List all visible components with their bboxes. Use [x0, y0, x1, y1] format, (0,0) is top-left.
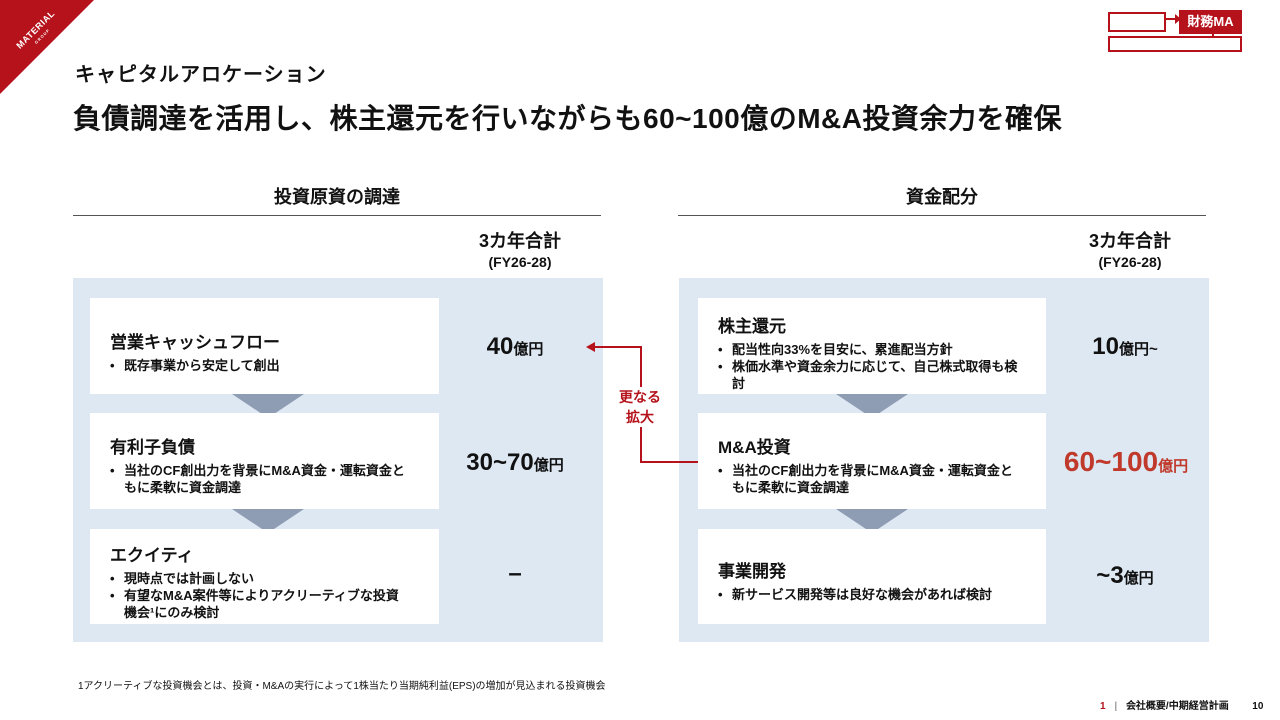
- card-business-development: 事業開発 新サービス開発等は良好な機会があれば検討: [698, 529, 1046, 624]
- right-column-header: 3カ年合計 (FY26-28): [1088, 231, 1171, 270]
- bullet-item: 配当性向33%を目安に、累進配当方針: [718, 341, 1028, 358]
- connector-line: [641, 461, 698, 463]
- right-section-heading: 資金配分: [906, 187, 978, 207]
- corner-logo-band: [0, 0, 94, 94]
- amount-operating-cf: 40億円: [486, 333, 544, 360]
- nav-connector: [1212, 30, 1214, 38]
- left-section-heading: 投資原資の調達: [274, 187, 400, 207]
- card-bullet-list: 当社のCF創出力を背景にM&A資金・運転資金ともに柔軟に資金調達: [718, 462, 1018, 496]
- card-bullet-list: 配当性向33%を目安に、累進配当方針 株価水準や資金余力に応じて、自己株式取得も…: [718, 341, 1028, 392]
- bullet-item: 現時点では計画しない: [110, 570, 410, 587]
- amount-shareholder-return: 10億円~: [1092, 333, 1158, 360]
- page-subtitle: キャピタルアロケーション: [75, 64, 327, 86]
- card-shareholder-return: 株主還元 配当性向33%を目安に、累進配当方針 株価水準や資金余力に応じて、自己…: [698, 298, 1046, 394]
- bullet-item: 当社のCF創出力を背景にM&A資金・運転資金ともに柔軟に資金調達: [718, 462, 1018, 496]
- card-equity: エクイティ 現時点では計画しない 有望なM&A案件等によりアクリーティブな投資機…: [90, 529, 439, 624]
- card-interest-debt: 有利子負債 当社のCF創出力を背景にM&A資金・運転資金ともに柔軟に資金調達: [90, 413, 439, 509]
- footer: 1 | 会社概要/中期経営計画 10: [1100, 701, 1264, 712]
- bullet-item: 有望なM&A案件等によりアクリーティブな投資機会¹にのみ検討: [110, 587, 410, 621]
- card-bullet-list: 新サービス開発等は良好な機会があれば検討: [718, 586, 1046, 603]
- card-bullet-list: 当社のCF創出力を背景にM&A資金・運転資金ともに柔軟に資金調達: [110, 462, 410, 496]
- amount-business-development: ~3億円: [1096, 562, 1154, 589]
- amount-equity: –: [508, 560, 522, 587]
- amount-ma-investment: 60~100億円: [1063, 446, 1189, 477]
- nav-box-overview[interactable]: [1108, 36, 1242, 52]
- arrow-left-icon: [586, 342, 595, 352]
- bullet-item: 新サービス開発等は良好な機会があれば検討: [718, 586, 1046, 603]
- card-title: 営業キャッシュフロー: [110, 333, 280, 352]
- card-operating-cf: 営業キャッシュフロー 既存事業から安定して創出: [90, 298, 439, 394]
- connector-line: [594, 346, 642, 348]
- nav-box-section[interactable]: [1108, 12, 1166, 32]
- card-title: 事業開発: [718, 562, 786, 581]
- bullet-item: 株価水準や資金余力に応じて、自己株式取得も検討: [718, 358, 1028, 392]
- amount-interest-debt: 30~70億円: [466, 449, 564, 476]
- card-bullet-list: 既存事業から安定して創出: [110, 357, 439, 374]
- card-title: 株主還元: [718, 317, 786, 336]
- nav-arrow-icon: [1166, 14, 1181, 24]
- card-title: 有利子負債: [110, 438, 195, 457]
- left-column-header: 3カ年合計 (FY26-28): [478, 231, 561, 270]
- page-title: 負債調達を活用し、株主還元を行いながらも60~100億のM&A投資余力を確保: [73, 103, 1062, 134]
- nav-tag-active[interactable]: 財務MA: [1179, 10, 1242, 34]
- footnote: 1アクリーティブな投資機会とは、投資・M&Aの実行によって1株当たり当期純利益(…: [78, 681, 606, 692]
- card-title: エクイティ: [110, 546, 194, 565]
- bullet-item: 既存事業から安定して創出: [110, 357, 439, 374]
- left-section-divider: [73, 215, 601, 216]
- right-section-divider: [678, 215, 1206, 216]
- card-ma-investment: M&A投資 当社のCF創出力を背景にM&A資金・運転資金ともに柔軟に資金調達: [698, 413, 1046, 509]
- card-title: M&A投資: [718, 438, 791, 457]
- connector-label: 更なる 拡大: [608, 387, 672, 427]
- bullet-item: 当社のCF創出力を背景にM&A資金・運転資金ともに柔軟に資金調達: [110, 462, 410, 496]
- card-bullet-list: 現時点では計画しない 有望なM&A案件等によりアクリーティブな投資機会¹にのみ検…: [110, 570, 410, 621]
